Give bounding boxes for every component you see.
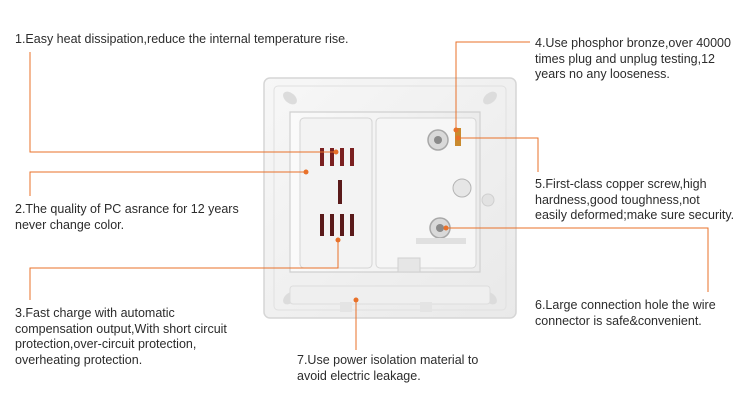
callout-heat-dissipation: 1.Easy heat dissipation,reduce the inter…	[15, 32, 349, 46]
vent-slots-icon	[320, 148, 354, 236]
callout-phosphor-bronze: 4.Use phosphor bronze,over 40000 times p…	[535, 36, 731, 81]
leader-line-1	[29, 52, 336, 153]
callout-copper-screw: 5.First-class copper screw,high hardness…	[535, 177, 735, 222]
leader-line-2	[29, 171, 306, 196]
callout-power-isolation: 7.Use power isolation material to avoid …	[297, 353, 479, 383]
callout-fast-charge: 3.Fast charge with automatic compensatio…	[15, 306, 227, 367]
socket-housing	[289, 111, 481, 273]
callout-connection-hole: 6.Large connection hole the wire connect…	[535, 298, 716, 328]
leader-line-4	[455, 41, 530, 130]
leader-line-3	[29, 240, 339, 300]
leader-line-5	[458, 137, 539, 172]
callout-pc-quality: 2.The quality of PC asrance for 12 years…	[15, 202, 239, 232]
leader-line-6	[446, 227, 709, 292]
